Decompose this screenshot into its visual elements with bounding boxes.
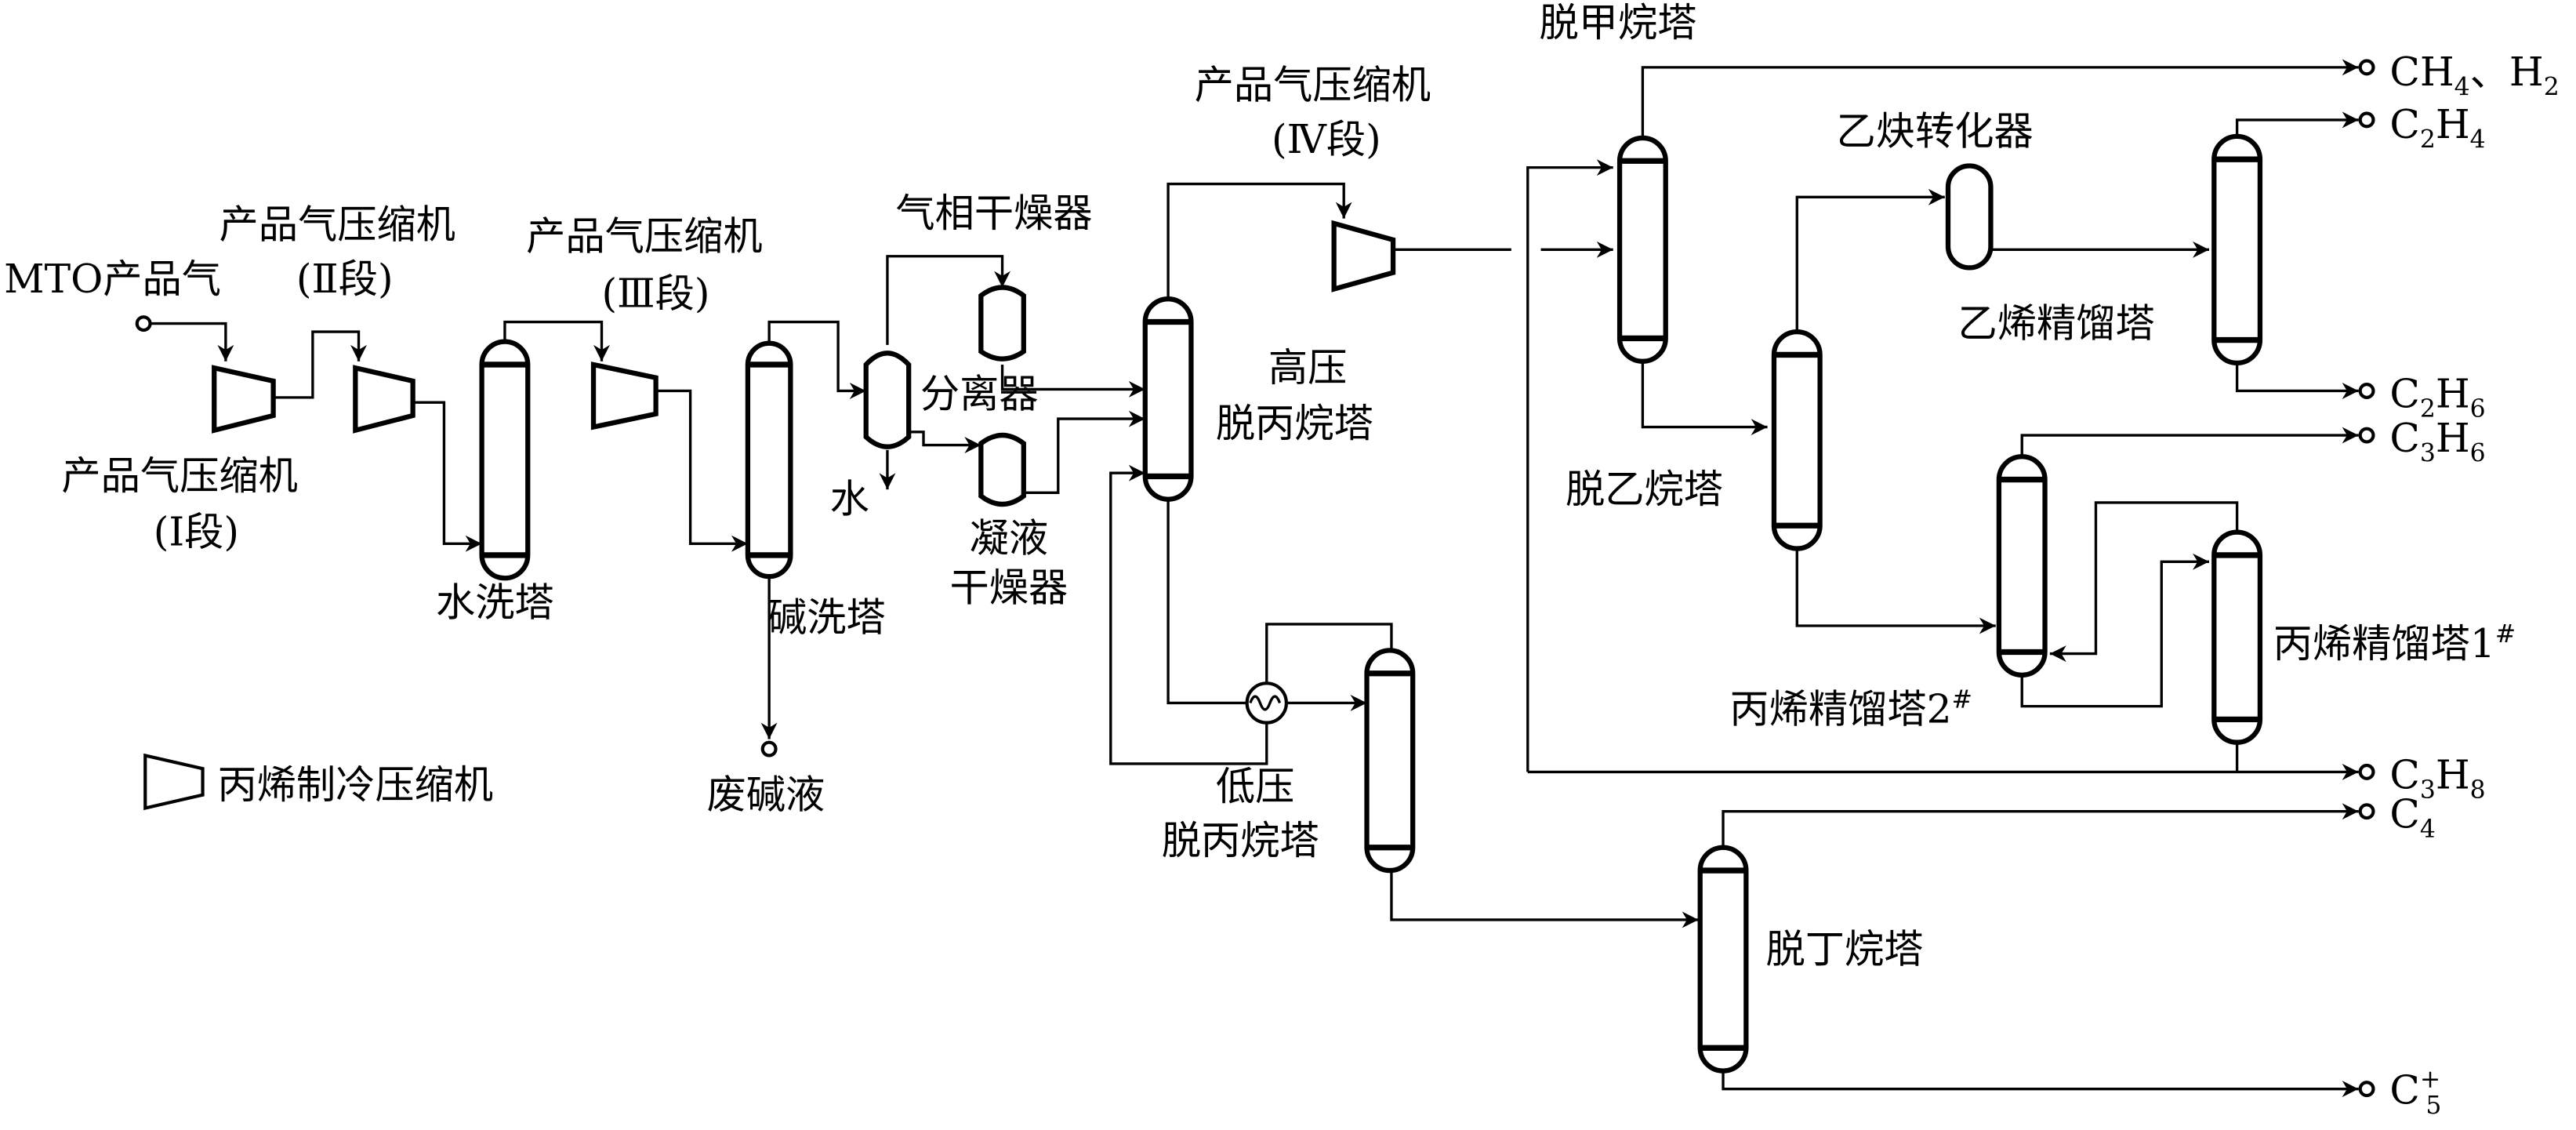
stream-waterwash-to-c3: [503, 320, 610, 362]
debutanizer-icon: [1697, 845, 1749, 1074]
compressor-stage-2-icon: [353, 365, 415, 434]
label-gas-dryer: 气相干燥器: [895, 190, 1092, 236]
label-comp3-b: (Ⅲ段): [602, 271, 710, 317]
spent-caustic-port: [760, 740, 778, 758]
label-demethanizer: 脱甲烷塔: [1539, 0, 1696, 45]
stream-c2-to-waterwash: [412, 401, 482, 552]
stream-gas-dryer-to-hp-dep: [1000, 364, 1145, 398]
label-cond-dryer-b: 干燥器: [950, 565, 1068, 611]
label-lp-dep-b: 脱丙烷塔: [1162, 817, 1319, 863]
stream-demethanizer-to-deethanizer: [1641, 361, 1768, 436]
stream-lp-dep-to-debutanizer: [1390, 870, 1699, 928]
port-c2h4: [2358, 111, 2375, 129]
label-comp2-b: (Ⅱ段): [296, 256, 394, 302]
stream-sep-to-gas-dryer: [886, 255, 1011, 345]
label-caustic-wash: 碱洗塔: [767, 594, 886, 640]
stream-c2h4-product: [2235, 111, 2359, 136]
product-ch4-h2: CH4、H2: [2389, 49, 2559, 102]
product-c3h8: C3H8: [2389, 751, 2485, 805]
stream-cond-dryer-to-hp-dep: [1023, 410, 1145, 495]
label-hp-dep-a: 高压: [1268, 344, 1348, 391]
product-c4: C4: [2389, 791, 2435, 845]
legend-propylene-refrigeration-compressor-icon: [143, 753, 205, 811]
condensate-dryer-icon: [978, 432, 1026, 507]
label-mto-feed: MTO产品气: [4, 256, 221, 302]
label-lp-dep-a: 低压: [1216, 763, 1295, 809]
gas-dryer-icon: [978, 285, 1026, 362]
product-c2h4: C2H4: [2389, 101, 2485, 154]
port-c3h8: [2358, 763, 2375, 780]
stream-c3-to-caustic: [655, 389, 748, 552]
stream-feed-to-c1: [150, 322, 234, 362]
label-hp-dep-b: 脱丙烷塔: [1216, 400, 1373, 446]
label-legend: 丙烯制冷压缩机: [217, 761, 493, 808]
label-deethanizer: 脱乙烷塔: [1566, 466, 1723, 512]
hp-depropanizer-icon: [1142, 296, 1194, 502]
compressor-stage-1-icon: [212, 365, 276, 434]
acetylene-converter-icon: [1945, 163, 1994, 271]
product-c2h6: C2H6: [2389, 370, 2485, 423]
feed-port: [135, 315, 152, 332]
stream-c1-to-c2: [273, 330, 367, 399]
label-ethylene-fractionator: 乙烯精馏塔: [1958, 300, 2155, 346]
demethanizer-icon: [1616, 135, 1668, 364]
product-c3h6: C3H6: [2389, 415, 2485, 468]
heat-exchanger-icon: [1245, 681, 1288, 725]
deethanizer-icon: [1771, 329, 1823, 551]
stream-caustic-to-separator: [767, 320, 866, 399]
ethylene-fractionator-icon: [2211, 133, 2263, 365]
port-ch4-h2: [2358, 59, 2375, 76]
stream-c5plus-product: [1722, 1070, 2359, 1098]
label-cond-dryer-a: 凝液: [970, 515, 1049, 561]
stream-deethanizer-to-converter: [1795, 188, 1945, 332]
separator-icon: [863, 351, 912, 449]
label-comp1-a: 产品气压缩机: [61, 452, 298, 499]
product-c5plus: C+5: [2389, 1066, 2441, 1121]
compressor-stage-4-icon: [1331, 220, 1396, 292]
label-spent-caustic: 废碱液: [707, 771, 825, 817]
port-c5plus: [2358, 1081, 2375, 1098]
stream-c3h6-product: [2020, 427, 2359, 457]
stream-c3-split-to-demethanizer: [1526, 159, 1613, 772]
water-wash-tower-icon: [479, 339, 531, 581]
caustic-wash-tower-icon: [745, 340, 793, 580]
propylene-fractionator-2-icon: [1996, 454, 2048, 678]
port-c2h6: [2358, 383, 2375, 399]
label-water: 水: [830, 475, 869, 521]
stream-ch4-h2-product: [1641, 59, 2359, 138]
propylene-fractionator-1-icon: [2211, 529, 2263, 745]
label-comp2-a: 产品气压缩机: [219, 202, 455, 248]
stream-c2h6-product: [2235, 362, 2359, 399]
label-propylene-fract-1: 丙烯精馏塔1#: [2273, 620, 2516, 667]
label-acetylene-converter: 乙炔转化器: [1837, 107, 2034, 154]
compressor-stage-3-icon: [590, 362, 659, 431]
stream-deethanizer-to-propylene-2: [1795, 548, 1996, 634]
label-separator: 分离器: [920, 370, 1039, 416]
port-c4: [2358, 803, 2375, 820]
stream-p2-bottom-to-p1: [2020, 553, 2210, 708]
lp-depropanizer-icon: [1364, 648, 1416, 874]
stream-p1-overhead-to-p2: [2049, 501, 2239, 663]
stream-c4-product: [1722, 803, 2359, 848]
label-propylene-fract-2: 丙烯精馏塔2#: [1729, 686, 1972, 732]
stream-hp-dep-bottom-to-hx: [1166, 499, 1247, 705]
label-comp1-b: (Ⅰ段): [154, 508, 239, 554]
label-debutanizer: 脱丁烷塔: [1765, 925, 1923, 972]
label-comp3-a: 产品气压缩机: [526, 213, 763, 259]
heat-exchanger-coil: [1249, 695, 1282, 711]
stream-sep-to-cond-dryer: [909, 431, 981, 454]
stream-lp-dep-overhead: [1265, 623, 1393, 684]
label-comp4-b: (Ⅳ段): [1272, 116, 1381, 162]
label-water-wash: 水洗塔: [436, 579, 554, 625]
port-c3h6: [2358, 427, 2375, 444]
stream-hp-dep-to-c4: [1166, 182, 1352, 300]
stream-lp-dep-recycle: [1109, 464, 1268, 765]
label-comp4-a: 产品气压缩机: [1195, 62, 1431, 108]
